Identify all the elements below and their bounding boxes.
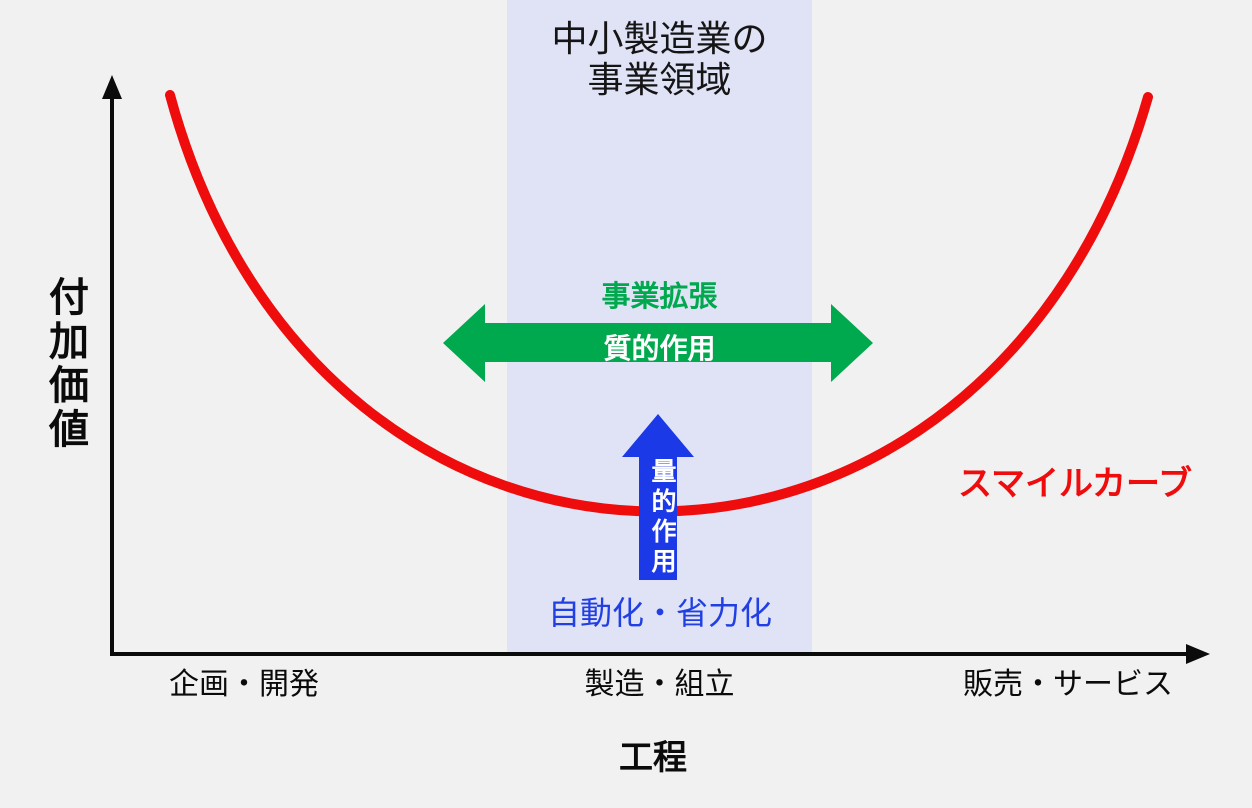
quantitative-effect-up-arrow-icon [622, 414, 694, 580]
x-axis-title: 工程 [619, 739, 687, 777]
band-title: 中小製造業の 事業領域 [507, 18, 812, 100]
business-expansion-label: 事業拡張 [601, 281, 718, 313]
x-category-planning-development: 企画・開発 [169, 668, 319, 701]
automation-labor-saving-label: 自動化・省力化 [547, 595, 772, 631]
band-title-line2: 事業領域 [587, 59, 732, 100]
quantitative-effect-label: 量的作用 [648, 458, 676, 578]
band-title-line1: 中小製造業の [551, 18, 768, 59]
x-axis-arrowhead-icon [1186, 644, 1210, 664]
qualitative-effect-double-arrow-icon [443, 304, 873, 382]
y-axis-label: 付加価値 [43, 276, 87, 452]
smile-curve-label: スマイルカーブ [958, 465, 1192, 503]
qualitative-effect-label: 質的作用 [603, 333, 716, 364]
x-category-manufacturing-assembly: 製造・組立 [584, 668, 735, 701]
y-axis-arrowhead-icon [102, 75, 122, 99]
x-category-sales-service: 販売・サービス [963, 668, 1173, 701]
